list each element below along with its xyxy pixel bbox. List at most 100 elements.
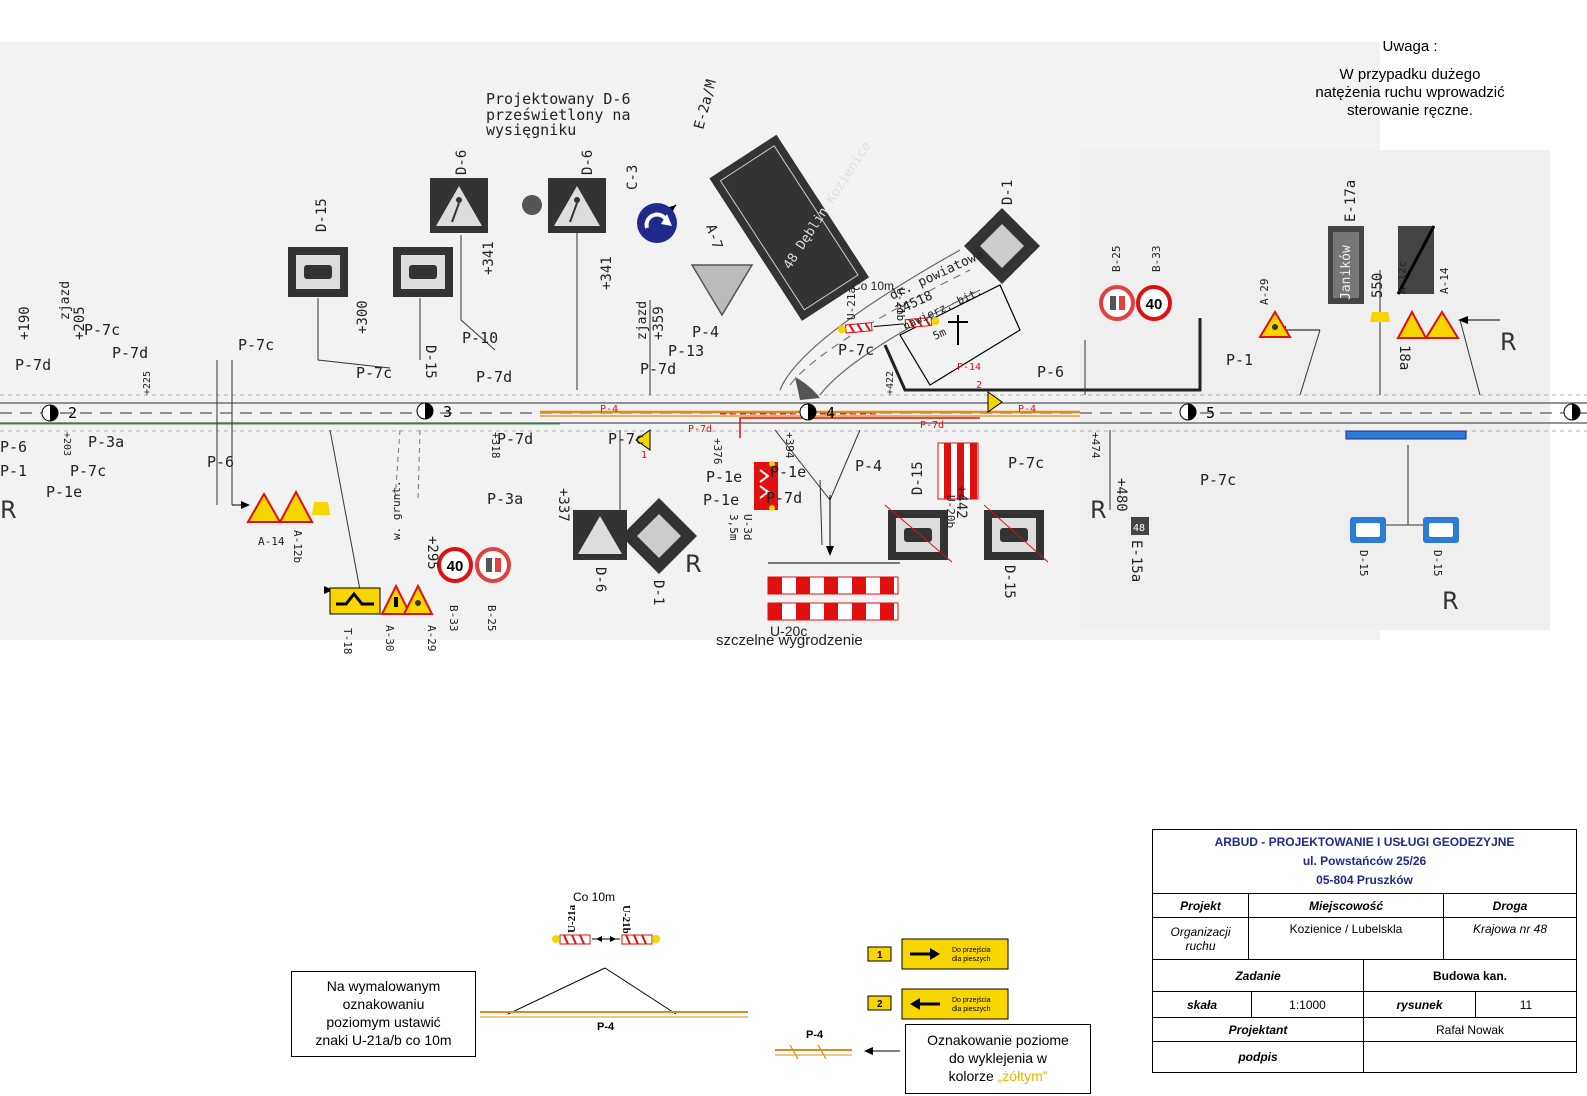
d6-crossing-sign-bottom [573,510,627,560]
marking-label: P-1e [770,463,806,481]
e15a-sign-text: 48 [1133,523,1145,534]
marking-label: P-6 [1037,363,1064,381]
label-droga: Droga [1443,894,1576,917]
legend-note-color-word: „żółtym” [997,1068,1048,1084]
legend-sign-2 [867,988,1009,1020]
sign-code: C-3 [625,165,641,190]
marking-label: P-7d [15,356,51,374]
marking-label: P-7d [497,430,533,448]
red-number: 2 [976,380,982,391]
sign-code: B-25 [1110,246,1123,273]
a14-roadworks-sign [246,491,282,523]
a7-yield-sign [690,264,754,317]
legend-note-u21: Na wymalowanym oznakowaniu poziomym usta… [291,971,476,1057]
chainage: +225 [142,371,153,395]
red-number: 1 [641,450,647,461]
chainage: +337 [555,488,571,522]
b33-speed-40-sign: 40 [1136,285,1172,321]
side-road [394,249,1202,501]
label-projektant: Projektant [1228,1022,1288,1037]
legend-p4: P-4 [597,1021,615,1033]
sign-code: E-17a [1343,180,1359,222]
title-block-designer-row: Projektant Rafał Nowak [1153,1018,1576,1042]
marking-label: P-1 [1226,351,1253,369]
marking-label: P-7c [70,462,106,480]
r-label: R [1500,328,1517,356]
chainage: +300 [355,300,371,334]
legend-labels: Co 10m U-21a U-21b P-4 P-4 1 2 Do przejś… [566,890,991,1041]
legend-note-color-prefix: kolorze [948,1068,998,1084]
station-4: 4 [826,404,835,422]
legend-co10m: Co 10m [573,890,615,904]
marking-label: P-7d [766,489,802,507]
label-miejscowosc: Miejscowość [1248,894,1443,917]
marking-label: P-7c [356,364,392,382]
chainage: +480 [1113,478,1129,512]
t18-curve-plate [329,587,381,615]
a30-danger-sign [380,583,412,615]
e2a-direction-sign [709,134,870,321]
marking-label: P-4 [692,323,719,341]
main-road [0,394,1587,432]
marking-label: P-7c [838,341,874,359]
projected-d6-line2: prześwietlony na [486,106,631,124]
sign-code: D-15 [314,198,330,232]
title-block-scale-row: skała 1:1000 rysunek 11 [1153,992,1576,1018]
note-line: W przypadku dużego [1339,66,1481,83]
marking-label: P-13 [668,342,704,360]
chainage: +341 [481,241,497,275]
d15-blue-sign [1423,517,1459,543]
legend-note-line: poziomym ustawić [326,1014,441,1030]
blue-bus-stop-platform [1345,430,1467,440]
marking-label: P-7d [640,360,676,378]
sign-code: D-15 [910,461,926,495]
label-skala: skała [1186,997,1218,1012]
value-projektant: Rafał Nowak [1363,1018,1576,1041]
p14-triangle [987,391,1003,413]
d15-sign-crossed [983,504,1049,563]
legend-note-line: do wyklejenia w [948,1050,1048,1066]
ground-road-label: w. grunt. [390,480,403,540]
b33-speed-40-sign-bottom: 40 [437,547,473,583]
station-3: 3 [443,403,452,421]
marking-label: P-1e [706,468,742,486]
title-block-header-row: Projekt Miejscowość Droga [1153,894,1576,918]
svg-text:40: 40 [447,558,464,575]
sign-code: A-29 [1258,279,1271,306]
sign-code: 18a [1396,345,1412,370]
sign-code: A-29 [425,625,438,652]
r-label: R [1090,496,1107,524]
value-skala: 1:1000 [1251,992,1363,1017]
value-rysunek: 11 [1475,992,1576,1017]
sign-code: D-6 [454,150,470,175]
legend-p4-marking [775,1044,900,1060]
sign-code: D-1 [650,580,666,605]
sign-code: D-15 [422,345,438,379]
company-name: ARBUD - PROJEKTOWANIE I USŁUGI GEODEZYJN… [1214,835,1515,849]
d15-blue-sign [1350,517,1386,543]
legend-u21-detail [480,934,748,1018]
station-5: 5 [1206,404,1215,422]
c3-sign [637,203,677,243]
legend-sign1-text: dla pieszych [952,956,991,963]
legend-p4: P-4 [806,1029,824,1041]
station-2: 2 [68,404,77,422]
label-rysunek: rysunek [1363,992,1475,1017]
e17a-sign-text: Janików [1339,245,1354,300]
marking-label: P-7c [1200,471,1236,489]
note-line: natężenia ruchu wprowadzić [1315,84,1505,101]
marking-label: P-7c [238,336,274,354]
chainage: +203 [61,432,72,456]
leader-lines [216,230,1481,591]
chainage: +190 [17,306,33,340]
value-miejscowosc: Kozienice / Lubelskla [1248,918,1443,959]
chainage: +442 [953,485,969,519]
label-podpis: podpis [1238,1050,1278,1064]
marking-label: P-7c [84,321,120,339]
title-block-signature-row: podpis [1153,1042,1576,1072]
sign-code: D-15 [1001,565,1017,599]
e17a-locality-sign [1328,226,1364,304]
sign-code: D-15 [1357,550,1370,577]
value-droga: Krajowa nr 48 [1443,918,1576,959]
legend-note-marking: Oznakowanie poziome do wyklejenia w kolo… [905,1024,1091,1094]
